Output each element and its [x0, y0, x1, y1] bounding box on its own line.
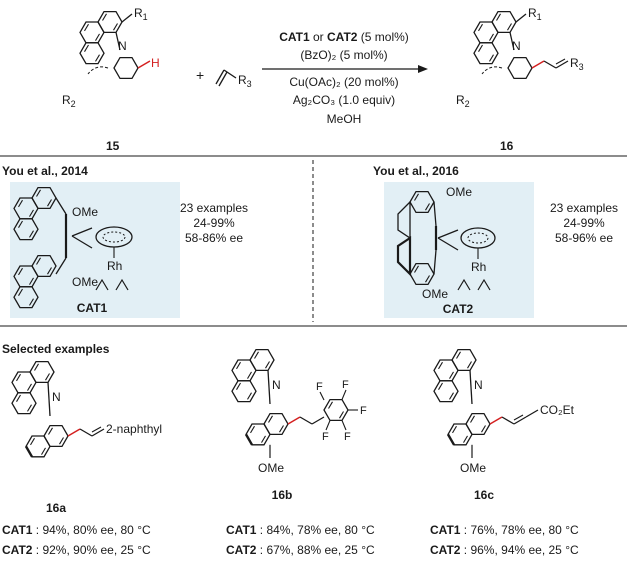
- cat2-ome-bottom: OMe: [422, 287, 448, 301]
- example-16c-cat2-result: CAT2 : 96%, 94% ee, 25 °C: [430, 543, 579, 557]
- condition-line-3: Cu(OAc)₂ (20 mol%): [289, 75, 398, 89]
- cat1-ome-top: OMe: [72, 205, 98, 219]
- cat2-stat-ee: 58-96% ee: [555, 231, 613, 245]
- cat1-metal: Rh: [107, 259, 122, 273]
- example-16c-substituent: CO₂Et: [540, 403, 575, 417]
- example-16a-substituent: 2-naphthyl: [106, 422, 162, 436]
- cat2-reference: You et al., 2016: [373, 164, 459, 178]
- example-16c-structure: [433, 348, 539, 458]
- example-16c-cat1-result: CAT1 : 76%, 78% ee, 80 °C: [430, 523, 579, 537]
- cat1-stat-ee: 58-86% ee: [185, 231, 243, 245]
- product-label: 16: [500, 139, 514, 153]
- reactant-r2: R2: [62, 93, 76, 109]
- product-r2: R2: [456, 93, 470, 109]
- example-16b-f2: F: [342, 379, 349, 391]
- example-16b-n-atom: N: [272, 378, 281, 392]
- reaction-arrow: [262, 65, 428, 73]
- cat1-stat-yield: 24-99%: [193, 216, 235, 230]
- example-16b-cat1-result: CAT1 : 84%, 78% ee, 80 °C: [226, 523, 375, 537]
- example-16c-ome: OMe: [460, 461, 486, 475]
- example-16a-n-atom: N: [52, 390, 61, 404]
- examples-heading: Selected examples: [2, 342, 110, 356]
- example-16b-label: 16b: [272, 488, 293, 502]
- example-16b-ome: OMe: [258, 461, 284, 475]
- example-16b-structure: [231, 348, 358, 458]
- alkene-structure: [215, 69, 237, 87]
- cat1-reference: You et al., 2014: [2, 164, 88, 178]
- cat1-ome-bottom: OMe: [72, 275, 98, 289]
- product-16-structure: [473, 10, 569, 80]
- cat2-ome-top: OMe: [446, 185, 472, 199]
- example-16c-label: 16c: [474, 488, 494, 502]
- example-16b-f1: F: [316, 381, 323, 393]
- reactant-label: 15: [106, 139, 120, 153]
- cat2-name: CAT2: [443, 302, 474, 316]
- cat1-structure: [14, 188, 133, 308]
- product-r3: R3: [570, 56, 584, 72]
- condition-line-5: MeOH: [327, 112, 362, 126]
- cat1-stat-examples: 23 examples: [180, 201, 248, 215]
- example-16b-f4: F: [344, 431, 351, 443]
- cat2-structure: [396, 190, 496, 291]
- condition-catalyst-line: CAT1 or CAT2 (5 mol%): [279, 30, 409, 44]
- example-16b-f5: F: [322, 431, 329, 443]
- example-16a-label: 16a: [46, 501, 66, 515]
- reactant-r1: R1: [134, 6, 148, 22]
- reactant-h-atom: H: [151, 56, 160, 70]
- example-16b-f3: F: [360, 405, 367, 417]
- example-16b-cat2-result: CAT2 : 67%, 88% ee, 25 °C: [226, 543, 375, 557]
- alkene-r3: R3: [238, 73, 252, 89]
- cat1-name: CAT1: [77, 301, 108, 315]
- cat1-panel: [10, 182, 180, 318]
- reactant-15-structure: [79, 10, 151, 80]
- reactant-n-atom: N: [118, 39, 127, 53]
- example-16a-cat2-result: CAT2 : 92%, 90% ee, 25 °C: [2, 543, 151, 557]
- condition-line-4: Ag₂CO₃ (1.0 equiv): [293, 93, 395, 107]
- product-n-atom: N: [512, 39, 521, 53]
- cat2-metal: Rh: [471, 260, 486, 274]
- example-16a-structure: [11, 360, 105, 458]
- product-r1: R1: [528, 6, 542, 22]
- plus-sign: +: [196, 67, 204, 83]
- condition-line-2: (BzO)₂ (5 mol%): [300, 48, 387, 62]
- cat2-panel: [384, 182, 534, 318]
- cat2-stat-yield: 24-99%: [563, 216, 605, 230]
- example-16c-n-atom: N: [474, 378, 483, 392]
- example-16a-cat1-result: CAT1 : 94%, 80% ee, 80 °C: [2, 523, 151, 537]
- cat2-stat-examples: 23 examples: [550, 201, 618, 215]
